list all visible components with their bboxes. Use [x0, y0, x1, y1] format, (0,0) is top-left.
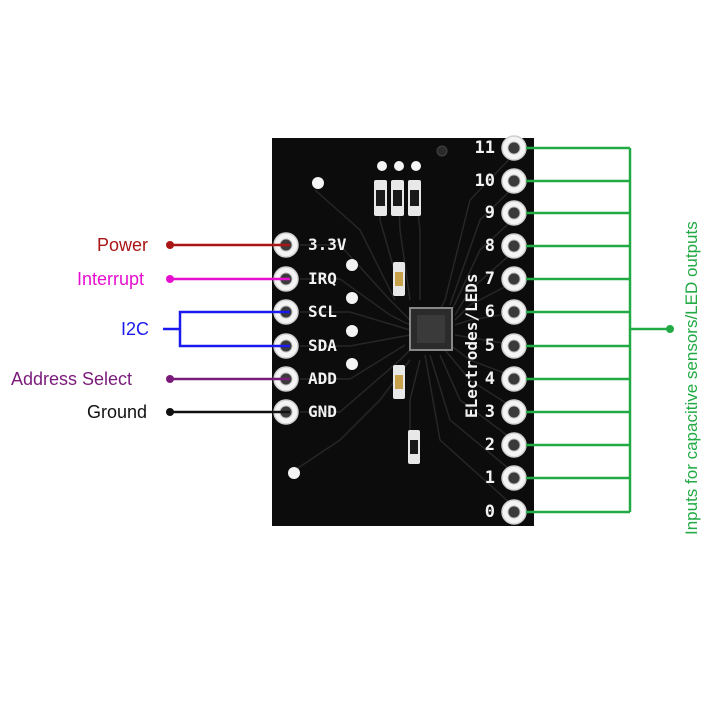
pin-label-gnd: GND — [308, 402, 337, 421]
pin-number-4: 4 — [484, 369, 495, 389]
pin-number-11: 11 — [474, 138, 495, 158]
label-i2c: I2C — [121, 319, 150, 339]
pin-number-6: 6 — [484, 302, 495, 322]
pin-label-scl: SCL — [308, 302, 337, 321]
pin-number-10: 10 — [474, 171, 495, 191]
pin-number-1: 1 — [484, 468, 495, 488]
right-pad-3-hole — [507, 405, 521, 419]
pin-number-2: 2 — [484, 435, 495, 455]
board-electrodes-text: ELectrodes/LEDs — [462, 273, 481, 419]
right-bracket-lines — [526, 146, 632, 514]
pin-label-3v3: 3.3V — [308, 235, 347, 254]
right-pad-8-hole — [507, 239, 521, 253]
label-ground: Ground — [87, 402, 148, 422]
pin-label-add: ADD — [308, 369, 337, 388]
mpr121-chip — [409, 307, 453, 351]
fiducial — [436, 145, 448, 157]
right-pad-9-hole — [507, 206, 521, 220]
label-interrupt: Interrupt — [77, 269, 145, 289]
right-pad-10-hole — [507, 174, 521, 188]
pin-number-9: 9 — [484, 203, 495, 223]
left-callout-lines — [163, 243, 290, 414]
label-address-select: Address Select — [11, 369, 133, 389]
pin-number-0: 0 — [484, 502, 495, 522]
right-pad-11-hole — [507, 141, 521, 155]
pin-label-irq: IRQ — [308, 269, 337, 288]
label-power: Power — [97, 235, 149, 255]
right-pad-4-hole — [507, 372, 521, 386]
left-callout-dots — [166, 241, 174, 416]
mount-hole-top-left — [312, 177, 324, 189]
pin-label-sda: SDA — [308, 336, 337, 355]
right-pad-5-hole — [507, 339, 521, 353]
pin-number-8: 8 — [484, 236, 495, 256]
pin-number-3: 3 — [484, 402, 495, 422]
smd-resistors — [374, 180, 421, 464]
right-pad-0-hole — [507, 505, 521, 519]
pin-number-7: 7 — [484, 269, 495, 289]
right-pad-7-hole — [507, 272, 521, 286]
right-pad-6-hole — [507, 305, 521, 319]
right-pad-2-hole — [507, 438, 521, 452]
test-pads — [346, 161, 421, 370]
pin-number-5: 5 — [484, 336, 495, 356]
label-capacitive-inputs: Inputs for capacitive sensors/LED output… — [682, 221, 701, 535]
right-pad-1-hole — [507, 471, 521, 485]
mount-hole-bottom-left — [288, 467, 300, 479]
